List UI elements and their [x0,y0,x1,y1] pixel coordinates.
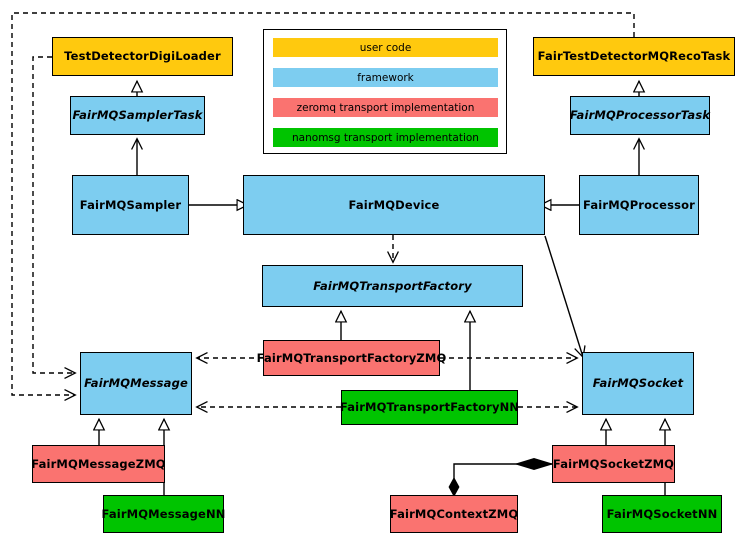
node-fairmqmessagezmq[interactable]: FairMQMessageZMQ [31,445,166,483]
node-fairmqmessagenn[interactable]: FairMQMessageNN [101,495,226,533]
node-fairmqprocessor[interactable]: FairMQProcessor [579,175,699,235]
node-label: FairMQMessageZMQ [31,456,166,471]
node-label: TestDetectorDigiLoader [64,49,221,64]
node-fairmqsamplertask[interactable]: FairMQSamplerTask [70,96,205,135]
legend-label-framework: framework [357,71,414,84]
node-label: FairMQProcessorTask [569,108,711,123]
node-fairmqsocket[interactable]: FairMQSocket [582,352,694,415]
node-label: FairMQTransportFactoryZMQ [256,350,447,365]
node-fairmqtransportfactoryzmq[interactable]: FairMQTransportFactoryZMQ [257,340,446,376]
node-label: FairMQMessageNN [101,506,226,521]
node-label: FairMQSocketZMQ [552,456,675,471]
node-label: FairMQSamplerTask [72,108,203,123]
edge-device-to-socket [544,235,586,359]
edge-digiloader-to-message [32,56,77,379]
legend-item-framework: framework [273,68,498,87]
node-label: FairMQTransportFactory [313,278,472,293]
node-label: FairMQMessage [84,376,188,391]
node-label: FairMQSampler [79,197,182,212]
node-label: FairMQDevice [348,197,440,212]
legend-item-zeromq: zeromq transport implementation [273,98,498,117]
legend-item-user-code: user code [273,38,498,57]
node-fairmqtransportfactorynn[interactable]: FairMQTransportFactoryNN [339,390,520,425]
node-fairmqmessage[interactable]: FairMQMessage [80,352,192,415]
edge-contextzmq-diamond [514,457,554,471]
node-label: FairMQSocketNN [606,506,718,521]
node-fairmqsocketnn[interactable]: FairMQSocketNN [602,495,722,533]
node-label: FairTestDetectorMQRecoTask [537,49,731,64]
node-fairmqsocketzmq[interactable]: FairMQSocketZMQ [552,445,675,483]
node-fairmqtransportfactory[interactable]: FairMQTransportFactory [262,265,523,307]
node-fairmqsampler[interactable]: FairMQSampler [72,175,189,235]
node-label: FairMQContextZMQ [389,506,519,521]
node-label: FairMQProcessor [583,197,695,212]
node-label: FairMQSocket [592,376,684,391]
node-fairtestdetectormqrecotask[interactable]: FairTestDetectorMQRecoTask [533,37,735,76]
legend-label-user-code: user code [359,41,412,54]
node-fairmqdevice[interactable]: FairMQDevice [243,175,545,235]
legend-item-nanomsg: nanomsg transport implementation [273,128,498,147]
node-fairmqcontextzmq[interactable]: FairMQContextZMQ [390,495,518,533]
node-testdetectordigiloader[interactable]: TestDetectorDigiLoader [52,37,233,76]
legend-label-zeromq: zeromq transport implementation [296,101,475,114]
legend: user code framework zeromq transport imp… [263,29,507,154]
edge-contextzmq-to-socketzmq [454,463,552,495]
legend-label-nanomsg: nanomsg transport implementation [292,131,479,144]
node-fairmqprocessortask[interactable]: FairMQProcessorTask [570,96,710,135]
node-label: FairMQTransportFactoryNN [339,400,520,415]
